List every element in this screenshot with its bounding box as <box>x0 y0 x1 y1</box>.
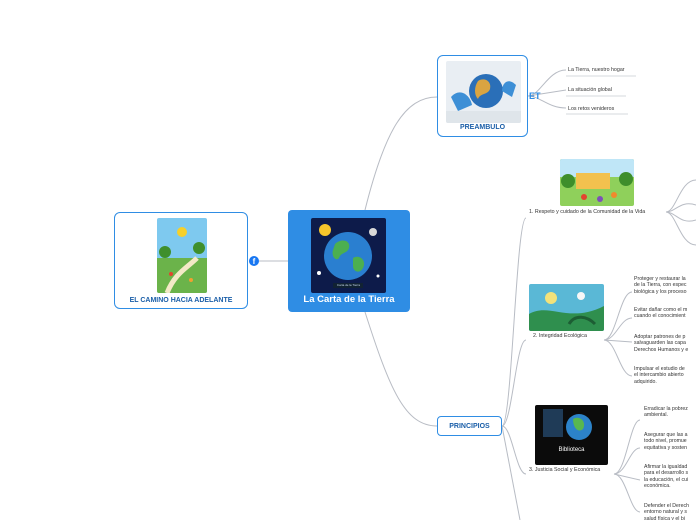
biblioteca-title: Biblioteca <box>558 447 585 453</box>
preambulo-node[interactable]: PREAMBULO <box>437 55 528 137</box>
principio-1-label[interactable]: 1. Respeto y cuidado de la Comunidad de … <box>529 209 646 215</box>
globe-hands-image <box>446 61 521 123</box>
preambulo-marker: ET <box>529 91 541 101</box>
integridad-ecologica-image <box>529 284 604 331</box>
preambulo-item[interactable]: La Tierra, nuestro hogar <box>568 67 625 73</box>
camino-title: EL CAMINO HACIA ADELANTE <box>129 297 233 304</box>
preambulo-title: PREAMBULO <box>459 124 506 131</box>
principios-title: PRINCIPIOS <box>449 423 490 430</box>
comunidad-vida-image <box>560 159 634 206</box>
principios-node[interactable]: PRINCIPIOS <box>437 416 502 436</box>
camino-node[interactable]: EL CAMINO HACIA ADELANTE <box>114 212 248 309</box>
preambulo-item[interactable]: La situación global <box>568 87 612 93</box>
central-topic-title: La Carta de la Tierra <box>303 294 395 305</box>
facebook-icon[interactable]: f <box>249 256 259 266</box>
principio-3-label[interactable]: 3. Justicia Social y Económica <box>529 467 601 473</box>
central-topic[interactable]: Carta de la Tierra La Carta de la Tierra <box>288 210 410 312</box>
camino-image <box>157 218 207 293</box>
central-image-caption: Carta de la Tierra <box>336 283 361 287</box>
biblioteca-image: Biblioteca <box>535 405 608 465</box>
principio-2-label[interactable]: 2. Integridad Ecológica <box>533 333 587 339</box>
earth-image: Carta de la Tierra <box>311 218 386 293</box>
preambulo-item[interactable]: Los retos venideros <box>568 106 615 112</box>
